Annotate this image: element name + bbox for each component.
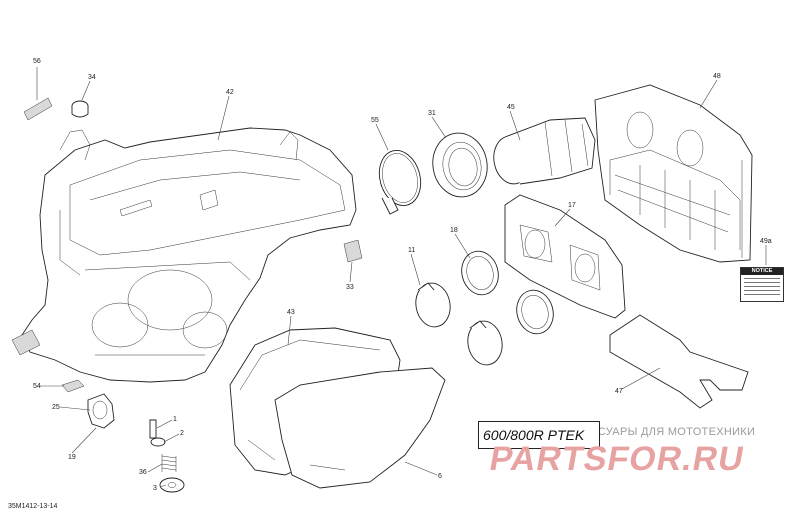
callout-48: 48 bbox=[713, 73, 721, 80]
part-1-screw bbox=[149, 419, 157, 439]
callout-54: 54 bbox=[33, 383, 41, 390]
part-25-grommet bbox=[87, 393, 115, 429]
model-label: 600/800R PTEK bbox=[478, 421, 600, 449]
part-17-adaptor bbox=[504, 194, 626, 319]
callout-numbers: 56 34 42 55 31 45 48 17 18 11 33 49a 43 … bbox=[33, 58, 772, 492]
callout-1: 1 bbox=[173, 416, 177, 423]
notice-label: NOTICE bbox=[740, 267, 784, 302]
callout-55: 55 bbox=[371, 117, 379, 124]
callout-2: 2 bbox=[180, 430, 184, 437]
callout-49a: 49a bbox=[760, 238, 772, 245]
part-3-disc bbox=[159, 477, 185, 493]
notice-title: NOTICE bbox=[741, 268, 783, 275]
callout-31: 31 bbox=[428, 110, 436, 117]
callout-43: 43 bbox=[287, 309, 295, 316]
part-56-label bbox=[23, 97, 53, 121]
part-55-clamp bbox=[378, 150, 422, 215]
part-18-rings bbox=[461, 250, 554, 335]
watermark-text: ЕССУАРЫ ДЛЯ МОТОТЕХНИКИ bbox=[582, 426, 756, 438]
part-36-spring bbox=[161, 454, 177, 472]
callout-18: 18 bbox=[450, 227, 458, 234]
part-47-mat bbox=[609, 314, 749, 409]
callout-19: 19 bbox=[68, 454, 76, 461]
callout-36: 36 bbox=[139, 469, 147, 476]
callout-45: 45 bbox=[507, 104, 515, 111]
part-33-clip bbox=[343, 239, 363, 263]
callout-6: 6 bbox=[438, 473, 442, 480]
part-34-cap bbox=[71, 100, 89, 118]
callout-3: 3 bbox=[153, 485, 157, 492]
part-31-ring bbox=[432, 132, 488, 198]
callout-17: 17 bbox=[568, 202, 576, 209]
callout-11: 11 bbox=[408, 247, 415, 254]
part-42-airbox-base bbox=[11, 127, 357, 383]
callout-47: 47 bbox=[615, 388, 623, 395]
callout-42: 42 bbox=[226, 89, 234, 96]
part-6-filter-cover bbox=[274, 367, 446, 489]
callout-25: 25 bbox=[52, 404, 60, 411]
part-2-washer bbox=[150, 437, 166, 447]
watermark-logo: PARTSFOR.RU bbox=[486, 440, 748, 478]
reference-code: 35M1412-13-14 bbox=[8, 503, 58, 510]
callout-56: 56 bbox=[33, 58, 41, 65]
leader-lines bbox=[36, 67, 767, 488]
part-54-label bbox=[61, 379, 85, 393]
callout-33: 33 bbox=[346, 284, 354, 291]
part-11-clamps bbox=[415, 282, 503, 366]
part-48-cover bbox=[594, 84, 753, 263]
part-45-intake-tube bbox=[493, 117, 596, 185]
callout-34: 34 bbox=[88, 74, 96, 81]
